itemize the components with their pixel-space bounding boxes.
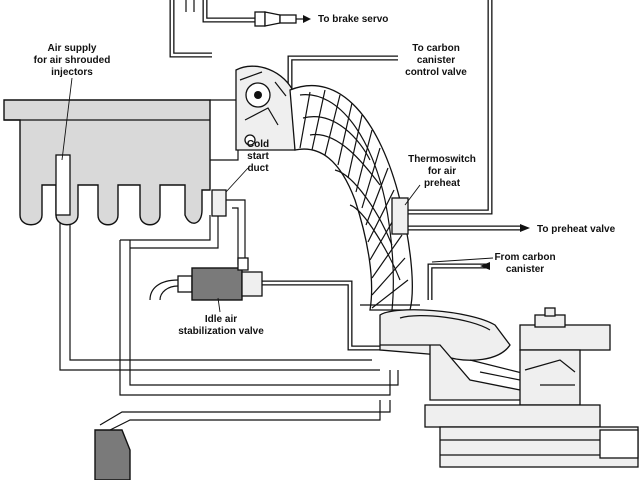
label-air-supply-3: injectors bbox=[51, 67, 93, 78]
label-thermoswitch-2: for air bbox=[428, 166, 456, 177]
brake-servo-fitting bbox=[254, 11, 266, 27]
throttle-housing bbox=[235, 65, 296, 151]
label-carbon-canister-3: control valve bbox=[405, 67, 467, 78]
arrow-preheat-icon bbox=[520, 224, 530, 232]
label-preheat-valve: To preheat valve bbox=[537, 224, 616, 235]
idle-air-valve-body bbox=[191, 267, 243, 301]
label-thermoswitch-3: preheat bbox=[424, 178, 461, 189]
label-thermoswitch-1: Thermoswitch bbox=[408, 154, 476, 165]
air-intake-hose bbox=[289, 84, 420, 311]
arrow-from-canister-icon bbox=[480, 262, 490, 270]
label-cold-start-3: duct bbox=[247, 163, 269, 174]
arrow-brake-servo-icon bbox=[303, 15, 311, 23]
bottom-left-reservoir bbox=[94, 429, 131, 480]
labels: To brake servo Air supply for air shroud… bbox=[34, 14, 616, 337]
intake-manifold bbox=[3, 99, 239, 226]
idle-air-valve bbox=[177, 257, 263, 301]
label-cold-start-1: Cold bbox=[247, 139, 269, 150]
thermoswitch bbox=[391, 197, 409, 235]
air-shroud-duct bbox=[55, 154, 71, 216]
label-cold-start-2: start bbox=[247, 151, 269, 162]
leader-lines bbox=[61, 77, 494, 313]
label-idle-air-1: Idle air bbox=[205, 314, 237, 325]
label-from-canister-1: From carbon bbox=[494, 252, 555, 263]
label-idle-air-2: stabilization valve bbox=[178, 326, 264, 337]
label-from-canister-2: canister bbox=[506, 264, 544, 275]
vacuum-lines bbox=[59, 0, 530, 431]
label-air-supply-2: for air shrouded bbox=[34, 55, 111, 66]
label-carbon-canister-2: canister bbox=[417, 55, 455, 66]
air-flow-meter bbox=[379, 307, 639, 468]
label-carbon-canister-1: To carbon bbox=[412, 43, 460, 54]
label-brake-servo: To brake servo bbox=[318, 14, 388, 25]
label-air-supply-1: Air supply bbox=[48, 43, 97, 54]
